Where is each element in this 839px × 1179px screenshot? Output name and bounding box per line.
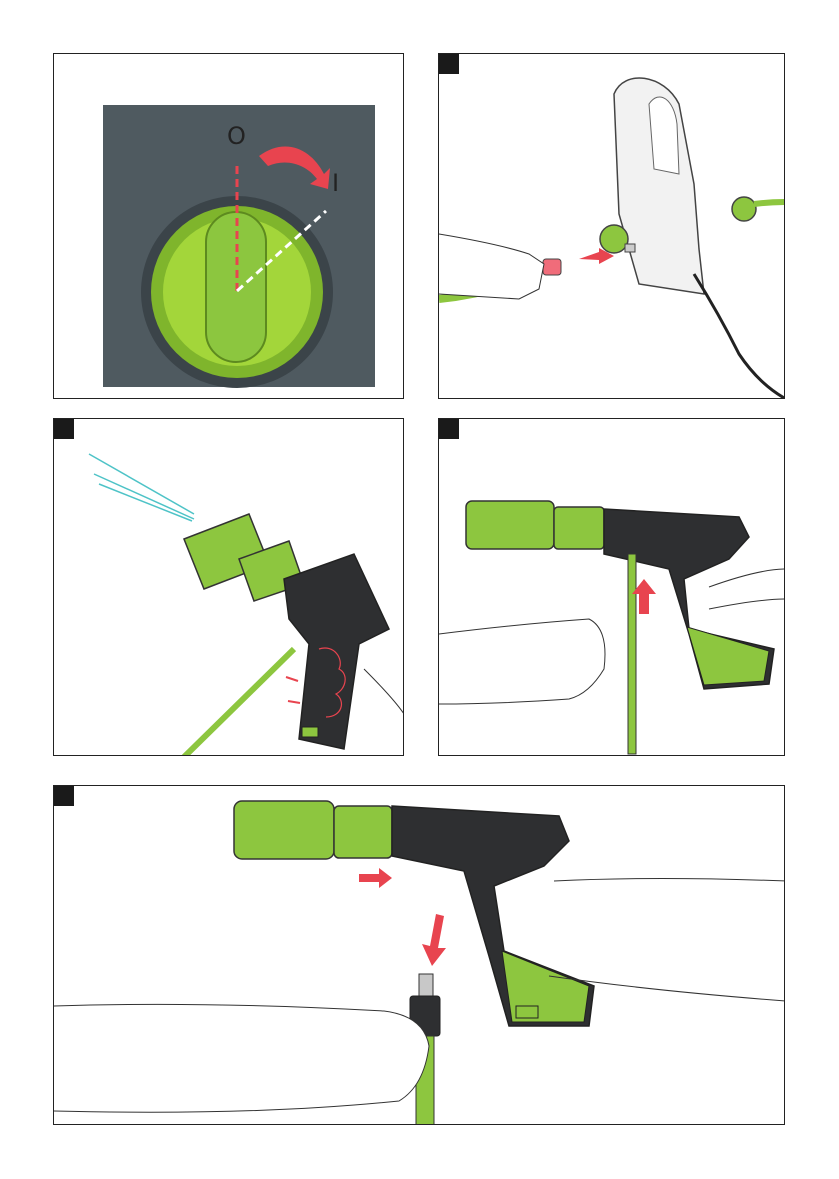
hose-connection-illustration [439, 54, 785, 399]
hand [439, 234, 544, 299]
figure-panel-hose-connection [438, 53, 785, 399]
figure-panel-dial-switch: O I [53, 53, 404, 399]
dial-switch-illustration: O I [54, 54, 404, 399]
figure-panel-lance-lock [438, 418, 785, 756]
hose-coupling [543, 259, 561, 275]
water-spray [89, 454, 194, 521]
nozzle-collar [554, 507, 604, 549]
figure-panel-lance-disconnect [53, 785, 785, 1125]
lance-disconnect-illustration [54, 786, 785, 1125]
pull-down-arrow-icon [422, 914, 446, 966]
hand [364, 669, 404, 714]
spray-nozzle [234, 801, 334, 859]
off-position-label: O [227, 122, 246, 150]
power-cord [694, 274, 785, 399]
nozzle-collar [334, 806, 392, 858]
trigger-arrow-icon [286, 677, 300, 703]
spraying-illustration [54, 419, 404, 756]
inlet-connector [600, 225, 628, 253]
hand [54, 1004, 429, 1112]
quick-coupling [419, 974, 433, 996]
outlet-connector [732, 197, 756, 221]
on-position-label: I [332, 169, 339, 197]
lance-tube [184, 649, 294, 756]
hand [439, 619, 605, 704]
press-release-arrow-icon [359, 868, 392, 888]
hand [709, 569, 785, 609]
spray-nozzle [466, 501, 554, 549]
lance-lock-illustration [439, 419, 785, 756]
figure-panel-spraying [53, 418, 404, 756]
spray-gun-body [284, 554, 389, 749]
lance-tube [628, 554, 636, 754]
outlet-hose [754, 202, 785, 204]
